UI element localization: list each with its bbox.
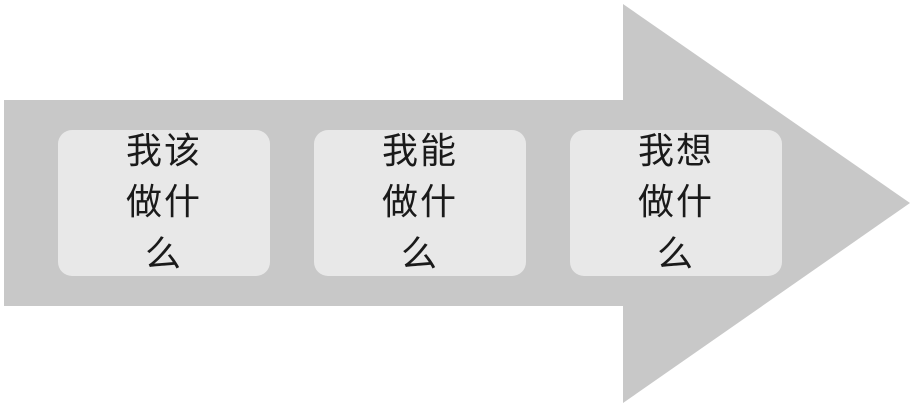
step-label-want: 我想做什么 [637,131,714,275]
step-box-can: 我能做什么 [314,130,526,276]
step-label-should: 我该做什么 [125,131,202,275]
step-box-should: 我该做什么 [58,130,270,276]
step-box-want: 我想做什么 [570,130,782,276]
step-label-can: 我能做什么 [381,131,458,275]
